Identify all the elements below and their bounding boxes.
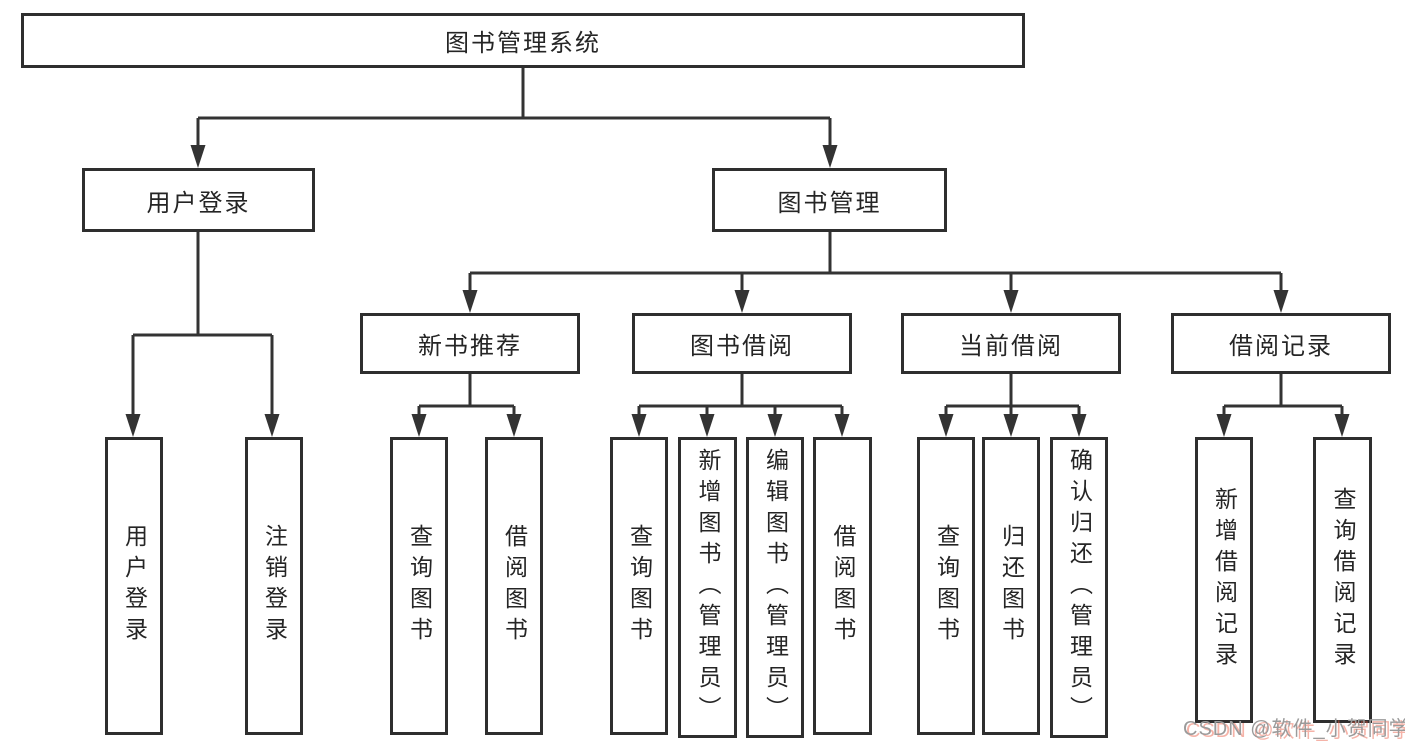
leaf-confirm-return-admin: 确认归还（管理员）: [1050, 437, 1108, 738]
leaf-label: 用户登录: [121, 524, 148, 648]
leaf-borrow-books-recommend: 借阅图书: [485, 437, 543, 735]
leaf-return-books: 归还图书: [982, 437, 1040, 735]
node-book-management: 图书管理: [712, 168, 947, 232]
leaf-label: 新增图书（管理员）: [695, 448, 721, 727]
leaf-query-books-current: 查询图书: [917, 437, 975, 735]
leaf-label: 归还图书: [998, 524, 1025, 648]
leaf-label: 查询图书: [626, 524, 653, 648]
node-label: 借阅记录: [1229, 333, 1333, 360]
leaf-borrow-books: 借阅图书: [813, 437, 872, 735]
leaf-label: 新增借阅记录: [1211, 487, 1238, 673]
node-library-system: 图书管理系统: [21, 13, 1025, 68]
leaf-label: 查询图书: [933, 524, 960, 648]
leaf-label: 确认归还（管理员）: [1066, 448, 1093, 727]
node-book-borrowing: 图书借阅: [632, 313, 852, 374]
leaf-add-borrow-record: 新增借阅记录: [1195, 437, 1253, 723]
leaf-label: 查询图书: [406, 524, 433, 648]
node-user-login: 用户登录: [82, 168, 315, 232]
leaf-label: 编辑图书（管理员）: [762, 448, 789, 727]
node-borrow-records: 借阅记录: [1171, 313, 1391, 374]
leaf-label: 注销登录: [261, 524, 288, 648]
leaf-query-books-recommend: 查询图书: [390, 437, 448, 735]
leaf-logout: 注销登录: [245, 437, 303, 735]
leaf-query-borrow-record: 查询借阅记录: [1313, 437, 1372, 723]
leaf-edit-books-admin: 编辑图书（管理员）: [746, 437, 804, 738]
leaf-label: 借阅图书: [501, 524, 528, 648]
node-label: 用户登录: [146, 189, 251, 217]
leaf-user-login: 用户登录: [105, 437, 163, 735]
leaf-label: 查询借阅记录: [1330, 487, 1356, 673]
leaf-add-books-admin: 新增图书（管理员）: [678, 437, 737, 738]
node-label: 图书管理: [777, 189, 882, 217]
node-label: 图书借阅: [690, 333, 794, 360]
leaf-query-books-borrowing: 查询图书: [610, 437, 668, 735]
node-label: 新书推荐: [418, 333, 522, 360]
node-label: 图书管理系统: [445, 30, 601, 57]
node-current-borrowing: 当前借阅: [901, 313, 1121, 374]
node-label: 当前借阅: [959, 333, 1063, 360]
leaf-label: 借阅图书: [830, 524, 856, 648]
node-new-book-recommend: 新书推荐: [360, 313, 580, 374]
csdn-watermark: CSDN @软件_小贺同学: [1183, 718, 1405, 740]
